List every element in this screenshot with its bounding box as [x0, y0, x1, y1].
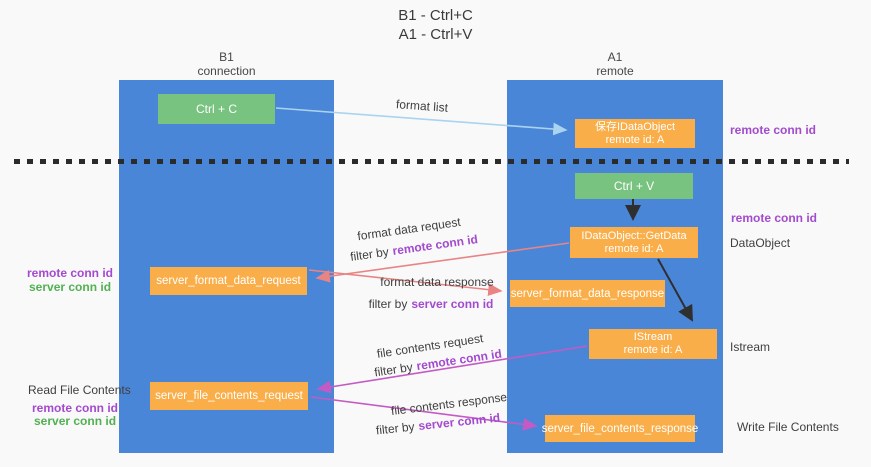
left-column-name: B1 [219, 50, 234, 64]
write-file-contents-label: Write File Contents [737, 420, 839, 434]
left-server-conn-id-bottom-label: server conn id [34, 414, 117, 428]
title-line-2: A1 - Ctrl+V [398, 26, 473, 43]
idataobject-getdata-box: IDataObject::GetData remote id: A [570, 227, 698, 258]
server-file-contents-response-label: server_file_contents_response [541, 422, 699, 435]
filter-by-text: filter by [373, 359, 414, 380]
server-format-data-request-label: server_format_data_request [156, 275, 301, 287]
save-idataobject-box: 保存IDataObject remote id: A [575, 119, 695, 148]
save-idataobject-line1: 保存IDataObject [594, 120, 676, 133]
format-list-label: format list [395, 97, 449, 115]
left-remote-conn-id-top-label: remote conn id [27, 266, 114, 280]
getdata-line1: IDataObject::GetData [581, 229, 687, 242]
server-file-contents-request-box: server_file_contents_request [150, 382, 308, 410]
right-column-role: remote [596, 64, 634, 78]
server-conn-id-text: server conn id [411, 297, 494, 311]
filter-by-text: filter by [375, 419, 416, 438]
ctrl-v-label: Ctrl + V [613, 179, 655, 193]
left-column-header: B1 connection [119, 50, 334, 78]
title-line-1: B1 - Ctrl+C [398, 7, 473, 24]
server-conn-id-text: server conn id [417, 410, 501, 434]
left-column-role: connection [197, 64, 256, 78]
server-format-data-request-box: server_format_data_request [150, 267, 307, 295]
left-server-conn-id-top-label: server conn id [29, 280, 112, 294]
left-remote-conn-id-bottom-label: remote conn id [32, 401, 119, 415]
istream-box: IStream remote id: A [589, 329, 717, 359]
server-format-data-response-label: server_format_data_response [510, 287, 665, 300]
server-file-contents-response-box: server_file_contents_response [542, 415, 698, 442]
format-data-response-label: format data response [380, 275, 494, 289]
ctrl-c-box: Ctrl + C [158, 94, 275, 124]
ctrl-v-box: Ctrl + V [575, 173, 693, 199]
save-idataobject-line2: remote id: A [605, 133, 665, 146]
right-remote-conn-id-top-label: remote conn id [730, 123, 817, 137]
right-column-name: A1 [607, 50, 623, 64]
istream-line2: remote id: A [623, 344, 683, 356]
istream-line1: IStream [633, 331, 673, 343]
diagram-title: B1 - Ctrl+C A1 - Ctrl+V [0, 6, 871, 44]
filter-by-text: filter by [349, 244, 390, 264]
getdata-line2: remote id: A [604, 242, 664, 255]
read-file-contents-label: Read File Contents [28, 383, 131, 397]
istream-side-label: Istream [730, 340, 771, 354]
filter-by-text: filter by [368, 297, 408, 311]
ctrl-c-label: Ctrl + C [195, 102, 237, 116]
right-column-header: A1 remote [507, 50, 723, 78]
session-separator-line [14, 159, 849, 164]
right-remote-conn-id-mid-label: remote conn id [731, 211, 818, 225]
server-file-contents-request-label: server_file_contents_request [155, 390, 303, 402]
dataobject-label: DataObject [730, 236, 791, 250]
server-format-data-response-box: server_format_data_response [510, 280, 665, 307]
